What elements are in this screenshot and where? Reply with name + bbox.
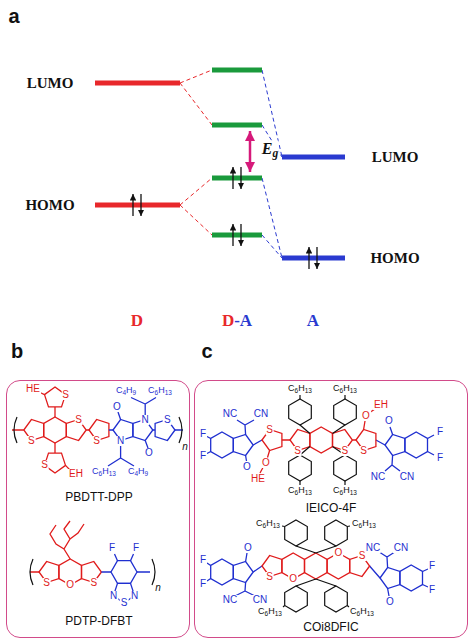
- atom-label: O: [334, 548, 344, 558]
- orbital-label: HOMO: [369, 251, 420, 266]
- chain-label: C6H13: [351, 519, 377, 529]
- atom-label: F: [428, 561, 436, 571]
- panel-letter: c: [201, 341, 212, 361]
- atom-label: N: [130, 591, 139, 601]
- atom-label: O: [288, 574, 298, 584]
- atom-label: CN: [253, 409, 269, 419]
- chain-label: C6H13: [257, 607, 283, 617]
- ieico-core: [260, 409, 376, 473]
- orbital-label: LUMO: [26, 76, 75, 91]
- atom-label: S: [265, 425, 274, 435]
- chain-label: C6H13: [255, 519, 281, 529]
- atom-label: F: [436, 453, 444, 463]
- chain-label: C6H13: [91, 467, 117, 477]
- atom-label: N: [116, 436, 125, 446]
- compound-name: PDTP-DFBT: [65, 615, 132, 627]
- atom-label: O: [242, 462, 252, 472]
- atom-label: O: [384, 416, 394, 426]
- atom-label: NC: [222, 409, 238, 419]
- atom-label: S: [163, 415, 172, 425]
- atom-label: S: [27, 436, 36, 446]
- chain-label: C4H9: [127, 467, 149, 477]
- repeat-index: n: [154, 583, 162, 593]
- electron-arrows: [133, 167, 317, 269]
- atom-label: F: [108, 543, 116, 553]
- compound-name: COi8DFIC: [303, 621, 358, 633]
- panel-letter: a: [7, 6, 20, 26]
- panel-letter: b: [11, 341, 23, 361]
- band-gap-arrow: [249, 131, 252, 172]
- atom-label: F: [199, 451, 207, 461]
- chain-label: C6H13: [287, 384, 313, 394]
- atom-label: S: [61, 390, 70, 400]
- atom-label: S: [340, 446, 349, 456]
- atom-label: O: [144, 448, 154, 458]
- atom-label: N: [141, 415, 150, 425]
- atom-label: F: [436, 427, 444, 437]
- fragment-label: D: [130, 312, 144, 329]
- coi8dfic-core: [262, 553, 370, 579]
- energy-levels: [95, 70, 345, 258]
- atom-label: F: [199, 429, 207, 439]
- atom-label: S: [92, 436, 101, 446]
- atom-label: CN: [252, 595, 268, 605]
- band-gap-label: Eg: [261, 141, 279, 160]
- atom-label: S: [265, 572, 274, 582]
- dfbt-acceptor-unit: [101, 554, 150, 603]
- chain-label: C6H13: [147, 386, 173, 396]
- atom-label: HE: [250, 474, 266, 484]
- atom-label: F: [428, 585, 436, 595]
- atom-label: O: [243, 543, 253, 553]
- ieico-aryl-groups: [289, 395, 357, 485]
- fragment-label: D-A: [221, 312, 253, 329]
- ieico-end-group: [207, 420, 434, 471]
- coi8dfic-aryl-groups: [282, 520, 350, 612]
- atom-label: O: [385, 597, 395, 607]
- pdtp-donor-unit: [30, 521, 101, 585]
- atom-label: S: [120, 598, 129, 608]
- atom-label: HE: [25, 384, 41, 394]
- atom-label: NC: [370, 472, 386, 482]
- atom-label: O: [65, 580, 75, 590]
- atom-label: S: [293, 446, 302, 456]
- atom-label: NC: [222, 595, 238, 605]
- pbdtt-donor-unit: [12, 387, 109, 473]
- atom-label: O: [361, 411, 371, 421]
- atom-label: EH: [68, 469, 84, 479]
- atom-label: O: [261, 458, 271, 468]
- atom-label: NC: [365, 543, 381, 553]
- atom-label: EH: [373, 400, 389, 410]
- coi8dfic-end-group: [207, 553, 428, 597]
- atom-label: S: [40, 460, 49, 470]
- orbital-label: LUMO: [371, 150, 420, 165]
- chain-label: C6H13: [287, 486, 313, 496]
- orbital-correlation-lines: [180, 70, 282, 258]
- atom-label: S: [74, 415, 83, 425]
- atom-label: S: [89, 578, 98, 588]
- compound-name: IEICO-4F: [306, 502, 357, 514]
- dpp-acceptor-unit: [108, 398, 183, 467]
- compound-name: PBDTT-DPP: [65, 491, 132, 503]
- chain-label: C6H13: [349, 607, 375, 617]
- atom-label: S: [359, 446, 368, 456]
- chain-label: C6H13: [332, 486, 358, 496]
- atom-label: F: [199, 579, 207, 589]
- repeat-index: n: [181, 442, 189, 452]
- atom-label: S: [42, 578, 51, 588]
- atom-label: CN: [399, 472, 415, 482]
- chain-label: C6H13: [332, 384, 358, 394]
- atom-label: CN: [393, 543, 409, 553]
- orbital-label: HOMO: [24, 198, 75, 213]
- atom-label: N: [109, 591, 118, 601]
- atom-label: F: [132, 543, 140, 553]
- chain-label: C4H9: [115, 386, 137, 396]
- atom-label: F: [199, 555, 207, 565]
- atom-label: O: [112, 402, 122, 412]
- fragment-label: A: [306, 312, 320, 329]
